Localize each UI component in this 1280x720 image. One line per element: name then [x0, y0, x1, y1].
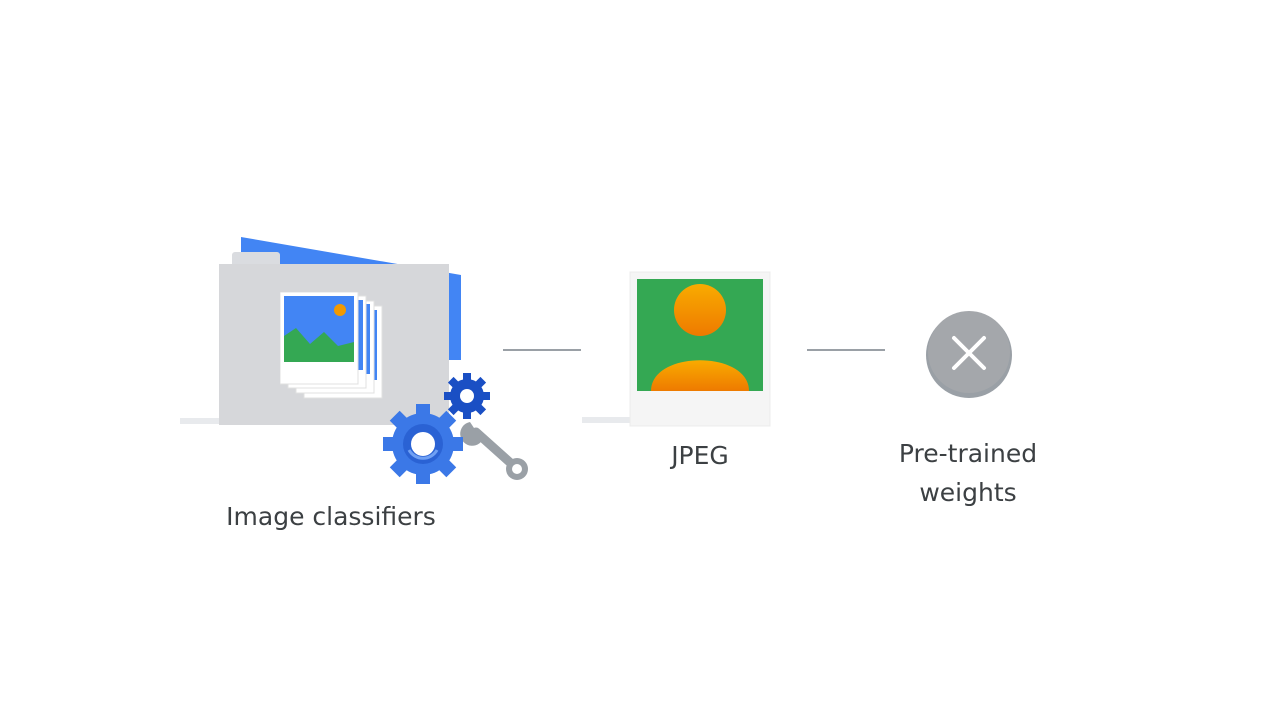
connector-line	[807, 349, 885, 351]
wrench-icon	[460, 422, 528, 480]
pretrained-weights-label-line1: Pre-trained	[898, 439, 1038, 468]
photo-stack-icon	[280, 292, 383, 399]
pretrained-weights-label: Pre-trained weights	[878, 434, 1058, 512]
gears-icon	[383, 373, 528, 484]
jpeg-label: JPEG	[671, 441, 729, 470]
connector-line	[503, 349, 581, 351]
image-classifiers-node	[180, 230, 540, 490]
close-circle-icon	[926, 311, 1012, 398]
pretrained-weights-label-line2: weights	[919, 478, 1017, 507]
image-classifiers-label: Image classifiers	[226, 502, 436, 531]
portrait-photo-icon	[582, 271, 771, 427]
